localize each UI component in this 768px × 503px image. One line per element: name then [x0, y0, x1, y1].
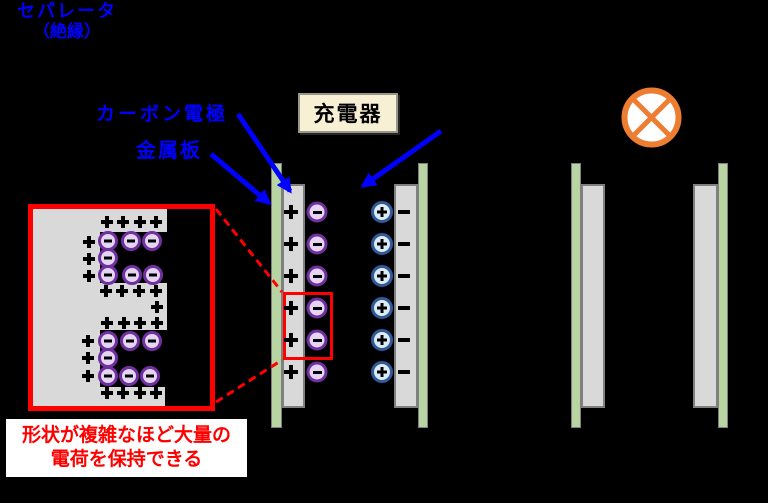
magnified-region-rect: [283, 292, 333, 360]
plus-charge-icon: [101, 216, 113, 228]
cation-icon: [371, 265, 393, 287]
metal-plate-right: [418, 163, 428, 428]
plus-charge-icon: [150, 216, 162, 228]
carbon-electrode-right: [394, 184, 418, 408]
cation-icon: [371, 329, 393, 351]
anion-icon: [142, 231, 162, 251]
charger-box: 充電器: [298, 93, 398, 133]
minus-charge-icon: [398, 242, 410, 246]
anion-icon: [120, 331, 140, 351]
cation-icon: [371, 201, 393, 223]
anion-icon: [306, 265, 328, 287]
anion-icon: [119, 366, 139, 386]
anion-icon: [143, 265, 163, 285]
cation-icon: [371, 361, 393, 383]
metal-plate-left: [271, 163, 282, 428]
plus-charge-icon: [134, 317, 146, 329]
caption-line1: 形状が複雑なほど大量の: [21, 425, 231, 446]
plus-charge-icon: [117, 216, 129, 228]
metal-plate-label: 金属板: [136, 140, 202, 162]
plus-charge-icon: [134, 387, 146, 399]
plus-charge-icon: [284, 269, 298, 283]
plus-charge-icon: [82, 352, 94, 364]
plus-charge-icon: [101, 387, 113, 399]
anion-icon: [142, 331, 162, 351]
cation-icon: [371, 297, 393, 319]
cation-icon: [371, 233, 393, 255]
plus-charge-icon: [82, 335, 94, 347]
charger-label: 充電器: [313, 103, 383, 126]
anion-icon: [121, 231, 141, 251]
plus-charge-icon: [150, 285, 162, 297]
anion-icon: [98, 348, 118, 368]
anion-icon: [306, 361, 328, 383]
minus-charge-icon: [398, 306, 410, 310]
plus-charge-icon: [118, 317, 130, 329]
plus-charge-icon: [134, 216, 146, 228]
carbon-electrode-left-2: [581, 184, 605, 408]
caption-line2: 電荷を保持できる: [50, 449, 203, 470]
metal-plate-right-2: [718, 163, 728, 428]
anion-icon: [98, 366, 118, 386]
caption-box: 形状が複雑なほど大量の 電荷を保持できる: [6, 419, 247, 477]
plus-charge-icon: [82, 370, 94, 382]
plus-charge-icon: [83, 253, 95, 265]
plus-charge-icon: [284, 301, 298, 315]
minus-charge-icon: [398, 338, 410, 342]
minus-charge-icon: [398, 274, 410, 278]
plus-charge-icon: [100, 285, 112, 297]
anion-icon: [306, 329, 328, 351]
separator-label-line1: セパレータ: [17, 1, 117, 21]
carbon-electrode-arrow: [235, 112, 293, 194]
metal-plate-arrow: [209, 152, 272, 206]
plus-charge-icon: [284, 237, 298, 251]
anion-icon: [306, 233, 328, 255]
plus-charge-icon: [150, 387, 162, 399]
plus-charge-icon: [151, 317, 163, 329]
plus-charge-icon: [83, 236, 95, 248]
lamp-icon: [621, 87, 682, 148]
carbon-electrode-label: カーボン電極: [96, 104, 229, 125]
plus-charge-icon: [284, 365, 298, 379]
anion-icon: [306, 297, 328, 319]
carbon-electrode-right-2: [693, 184, 718, 408]
anion-icon: [306, 201, 328, 223]
plus-charge-icon: [284, 333, 298, 347]
plus-charge-icon: [151, 301, 163, 313]
anion-icon: [140, 366, 160, 386]
separator-label-line2: （絶縁）: [33, 22, 101, 41]
plus-charge-icon: [133, 285, 145, 297]
metal-plate-left-2: [571, 163, 581, 428]
minus-charge-icon: [398, 210, 410, 214]
plus-charge-icon: [101, 317, 113, 329]
separator-label: セパレータ （絶縁）: [0, 0, 134, 42]
anion-icon: [122, 265, 142, 285]
plus-charge-icon: [116, 285, 128, 297]
anion-icon: [98, 265, 118, 285]
separator-arrow: [360, 128, 443, 189]
plus-charge-icon: [83, 270, 95, 282]
minus-charge-icon: [398, 370, 410, 374]
plus-charge-icon: [117, 387, 129, 399]
plus-charge-icon: [284, 205, 298, 219]
